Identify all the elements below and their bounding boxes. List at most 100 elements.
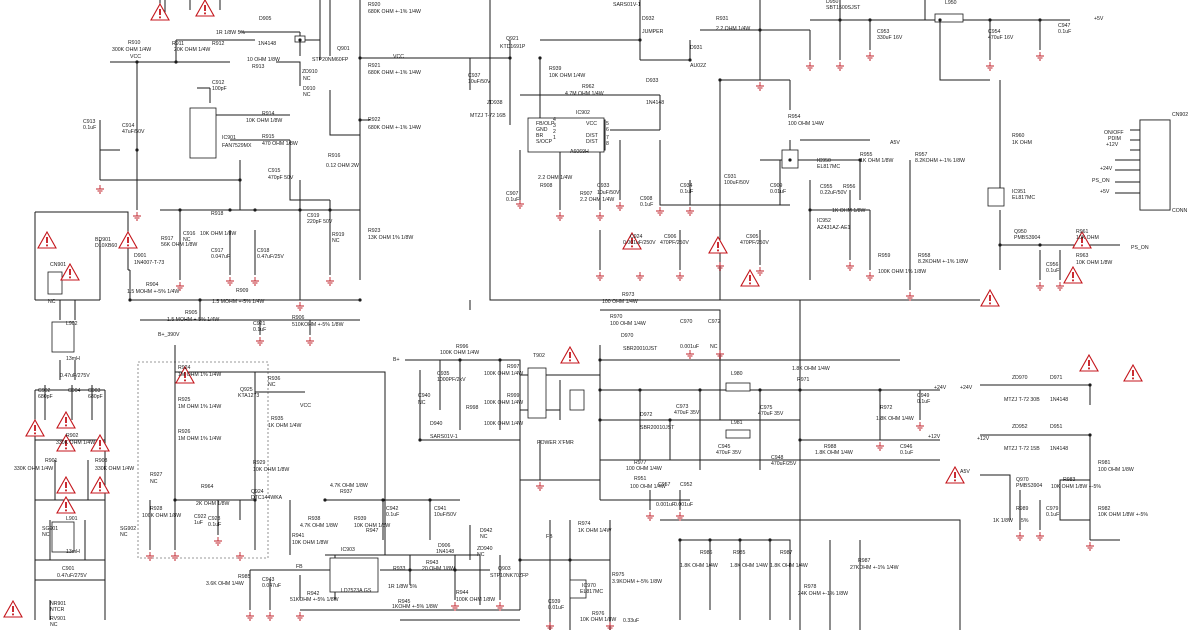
junction-dots — [128, 18, 1092, 572]
label-d905v: 1N4148 — [258, 41, 276, 47]
label-q925: Q925 — [240, 387, 253, 393]
label-r923: R923 — [368, 228, 381, 234]
label-l901: L901 — [66, 516, 78, 522]
label-c954v: 470uF 16V — [988, 35, 1014, 41]
label-sars1: SARS01V-1 — [613, 2, 641, 8]
label-c901v: 0.47uF/275V — [57, 573, 87, 579]
label-r960v: 1K OHM — [1012, 140, 1032, 146]
label-r931: R931 — [716, 16, 729, 22]
svg-text:5: 5 — [606, 121, 609, 127]
label-r989v: 1K 1/8W — [993, 518, 1013, 524]
label-r975v: 3.9KOHM +-5% 1/8W — [612, 579, 662, 585]
label-r981v: 100 OHM 1/8W — [1098, 467, 1134, 473]
label-c957: C957 — [658, 482, 671, 488]
label-ic951v: EL817MC — [1012, 195, 1035, 201]
label-d942v: NC — [480, 534, 488, 540]
label-r975: R975 — [612, 572, 625, 578]
label-sg902v: NC — [120, 532, 128, 538]
label-p12v2: +12V — [928, 434, 941, 440]
label-l981: L981 — [731, 420, 743, 426]
svg-text:2: 2 — [553, 129, 556, 135]
label-r960: R960 — [1012, 133, 1025, 139]
label-r973: R973 — [622, 292, 635, 298]
label-c946: C946 — [900, 444, 913, 450]
label-d951v: 1N4148 — [1050, 446, 1068, 452]
label-r981: R981 — [1098, 460, 1111, 466]
label-c973: C973 — [676, 404, 689, 410]
label-c921v: 0.1uF — [253, 327, 266, 333]
label-r912: R912 — [212, 41, 225, 47]
label-c918v: 0.47uF/25V — [257, 254, 284, 260]
label-r941: R941 — [292, 533, 305, 539]
label-d970v: SBR20010JST — [623, 346, 658, 352]
label-d933: D933 — [646, 78, 659, 84]
label-r996: R996 — [456, 344, 469, 350]
label-r915v: 470 OHM 1/8W — [262, 141, 298, 147]
label-zd952v: MTZJ T-72 15B — [1004, 446, 1040, 452]
label-c908v: 0.1uF — [640, 202, 653, 208]
label-c947v: 0.1uF — [1058, 29, 1071, 35]
label-q970v: PMBS3904 — [1016, 483, 1042, 489]
label-cn902: CN902 — [1172, 112, 1188, 118]
label-r947: R947 — [366, 528, 379, 534]
label-c940v: NC — [418, 400, 426, 406]
label-d901v: 1N4007-T-73 — [134, 260, 164, 266]
label-r972v: 1.8K OHM 1/4W — [876, 416, 914, 422]
label-r926: R926 — [178, 429, 191, 435]
label-c931: C931 — [724, 174, 737, 180]
label-cn901: CN901 — [50, 262, 66, 268]
label-r958b: R958 — [918, 253, 931, 259]
label-r997v: 100K OHM 1/4W — [484, 371, 523, 377]
label-q924v: DTC144WKA — [251, 495, 283, 501]
label-r964: R964 — [201, 484, 214, 490]
label-r919v: NC — [332, 238, 340, 244]
label-c941: C941 — [434, 506, 447, 512]
label-r942v: 51KOHM +-5% 1/8W — [290, 597, 339, 603]
label-c917: C917 — [211, 248, 224, 254]
label-r978v: 24K OHM +-1% 1/8W — [798, 591, 848, 597]
label-r921: R921 — [368, 63, 381, 69]
label-conn: CONN — [1172, 208, 1188, 214]
label-r918: R918 — [211, 211, 224, 217]
label-d905: D905 — [259, 16, 272, 22]
label-r905v: 1.5 MOHM +-5% 1/4W — [167, 317, 219, 323]
label-c906: C906 — [664, 234, 677, 240]
label-c934: C934 — [680, 183, 693, 189]
label-ic902p2: GND — [536, 127, 548, 133]
label-r904: R904 — [146, 282, 159, 288]
label-r985v: 3.6K OHM 1/4W — [206, 581, 244, 587]
label-r945v: 1KOHM +-5% 1/8W — [392, 604, 438, 610]
label-fb2: FB — [546, 534, 553, 540]
label-r938: R938 — [308, 516, 321, 522]
label-ic901v: FAN7529MX — [222, 143, 252, 149]
label-c955: C955 — [820, 184, 833, 190]
label-r911: R911 — [172, 41, 184, 47]
label-r921v: 680K OHM +-1% 1/4W — [368, 70, 421, 76]
label-c912v: 100pF — [212, 86, 227, 92]
label-t902v: POWER X'FMR — [537, 440, 574, 446]
label-c913: C913 — [83, 119, 96, 125]
label-r906b: 2.2 OHM 1/4W — [538, 175, 572, 181]
label-c945: C945 — [718, 444, 731, 450]
label-c915v: 470pF 50V — [268, 175, 294, 181]
label-bplus2: B+ — [393, 357, 400, 363]
label-d972v: SBR20010JST — [640, 425, 675, 431]
label-c914: C914 — [122, 123, 135, 129]
label-r978: R978 — [804, 584, 817, 590]
label-r985bv: 1.8K OHM 1/4W — [730, 563, 768, 569]
svg-text:8: 8 — [606, 141, 609, 147]
label-r931v: 2.2 OHM 1/4W — [716, 26, 750, 32]
label-pdim: PDIM — [1108, 136, 1121, 142]
label-r902: R902 — [66, 433, 79, 439]
svg-text:4: 4 — [553, 117, 556, 123]
label-r913: R913 — [252, 64, 265, 70]
caution-triangles — [3, 0, 1143, 618]
label-ic902p6: D/ST — [586, 133, 599, 139]
label-r963: R963 — [1076, 253, 1089, 259]
label-d933v: 1N4148 — [646, 100, 664, 106]
label-r924v: 1M OHM 1% 1/4W — [178, 372, 221, 378]
label-r939bv: 10K OHM 1/4W — [549, 73, 585, 79]
label-d950v: SBT1500SJST — [826, 5, 861, 11]
